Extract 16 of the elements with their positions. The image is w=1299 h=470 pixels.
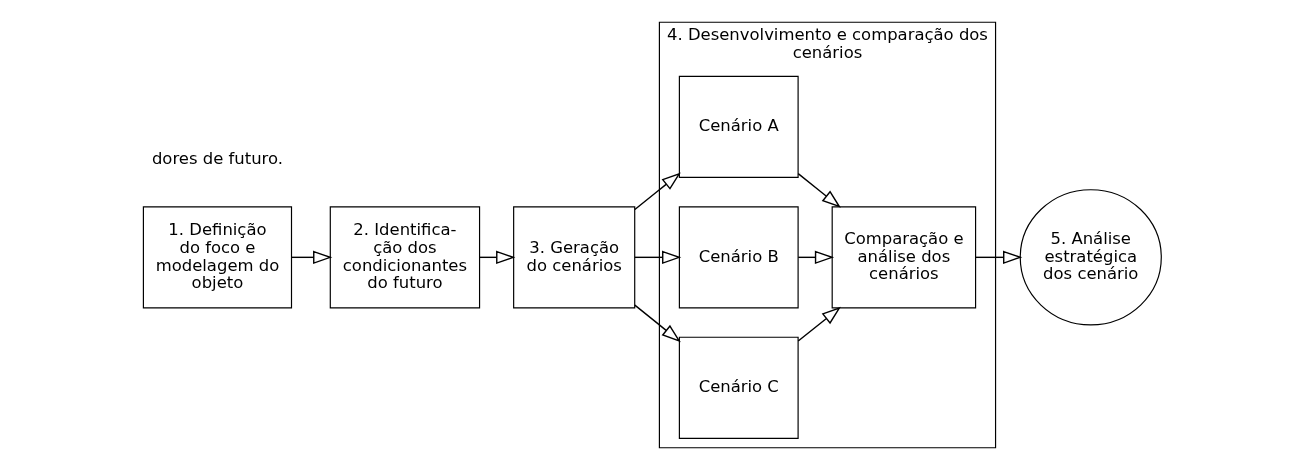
- arrow: [797, 172, 841, 208]
- node-box: Cenário C: [678, 336, 799, 439]
- node-box: 3. Geração do cenários: [512, 206, 635, 309]
- label: dores de futuro.: [151, 149, 283, 169]
- arrow: [633, 172, 681, 211]
- node-box: Comparação e análise dos cenários: [831, 206, 976, 309]
- arrow: [290, 250, 332, 265]
- node-circle: 5. Análise estratégica dos cenário: [1019, 189, 1162, 326]
- node-box: 2. Identifica- ção dos condicionantes do futuro: [329, 206, 480, 309]
- node-box: Cenário B: [678, 206, 799, 309]
- node-box: 1. Definição do foco e modelagem do objeto: [142, 206, 292, 309]
- arrow: [633, 304, 681, 343]
- arrow: [633, 250, 681, 265]
- arrow: [797, 306, 841, 342]
- arrow: [974, 250, 1022, 265]
- node-box: Cenário A: [678, 75, 799, 178]
